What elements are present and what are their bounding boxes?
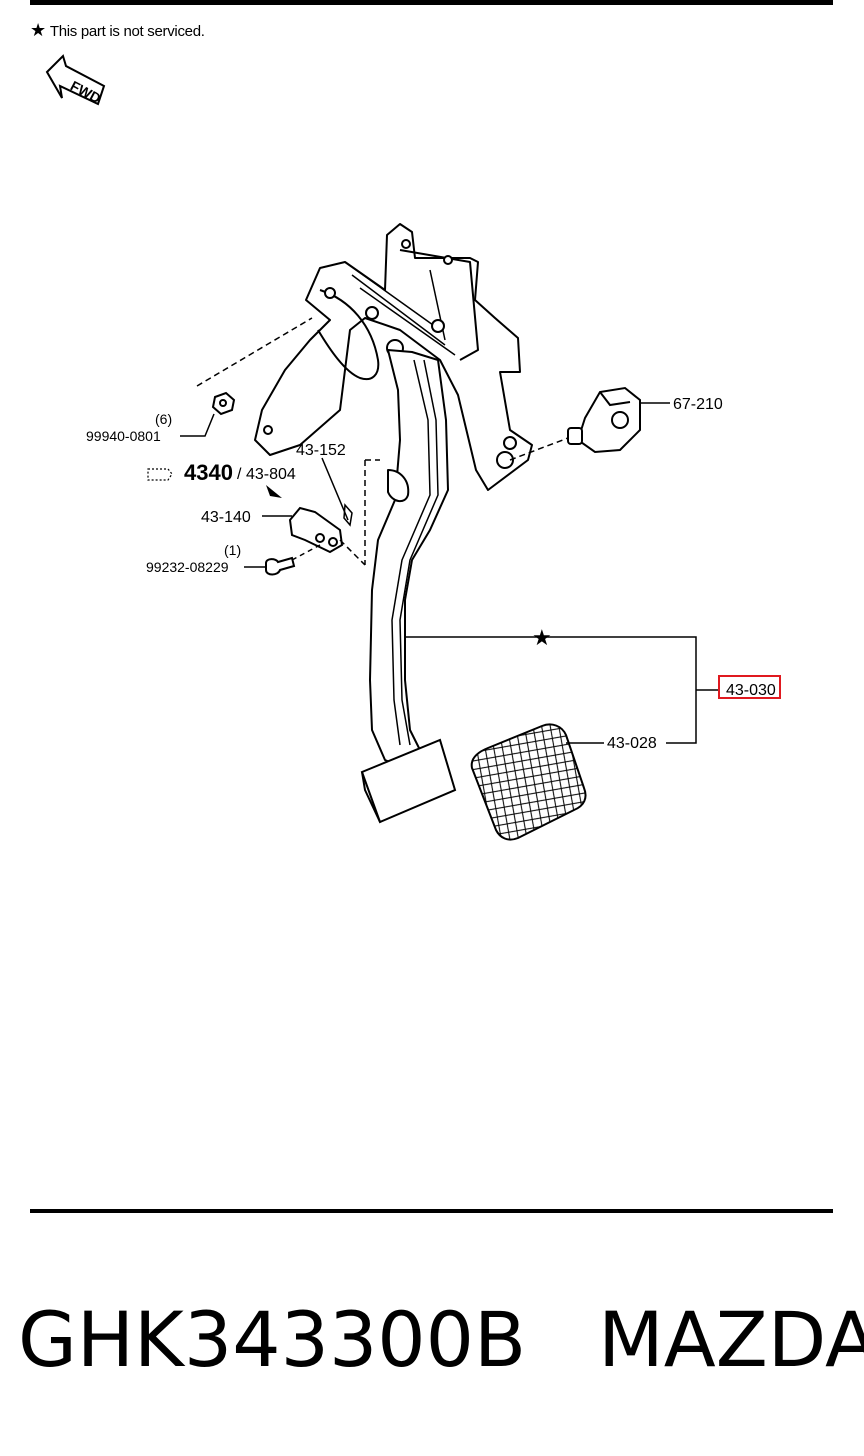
stopper [288, 506, 344, 554]
ref-separator: / [237, 466, 242, 483]
assembly-bracket-lines [404, 636, 720, 744]
not-serviced-star-icon: ★ [532, 625, 552, 650]
stopper-callout: 43-140 [201, 509, 251, 526]
highlight-box [718, 675, 781, 699]
part-number: GHK343300B [18, 1295, 527, 1384]
top-divider [30, 0, 833, 5]
pedal-pad-rubber [470, 723, 587, 841]
pedal-assembly-callout: 43-030 [726, 682, 776, 699]
pedal-pad-front [360, 738, 457, 824]
reference-icon [147, 468, 173, 481]
brake-pedal-diagram: FWD [45, 54, 781, 841]
not-serviced-text: This part is not serviced. [49, 23, 205, 40]
pad-callout: 43-028 [607, 735, 657, 752]
assembly-guide-lines [339, 459, 380, 566]
brake-switch [567, 386, 641, 454]
pedal-bracket [254, 223, 533, 491]
pin-callout: 99232-08229 [146, 559, 229, 575]
nut-qty: (6) [155, 411, 172, 427]
pin [265, 556, 296, 576]
nut [211, 391, 236, 416]
pedal-arm [369, 349, 449, 771]
ref-arrow-icon [266, 485, 282, 498]
nut-guide-line [196, 317, 313, 387]
fwd-arrow-icon: FWD [45, 54, 106, 106]
not-serviced-note: ★This part is not serviced. [30, 20, 205, 41]
ref-sub: 43-804 [246, 466, 296, 483]
nut-callout: 99940-0801 [86, 428, 161, 444]
pin-guide-line [291, 544, 321, 561]
clip-leader [321, 457, 349, 521]
pin-qty: (1) [224, 542, 241, 558]
ref-number: 4340 [184, 460, 233, 485]
star-icon: ★ [30, 20, 46, 40]
clip-callout: 43-152 [296, 442, 346, 459]
nut-leader [180, 413, 215, 437]
bottom-divider [30, 1209, 833, 1213]
clip [343, 503, 353, 527]
switch-guide-line [509, 437, 569, 461]
footer: GHK343300B MAZDA [18, 1295, 864, 1384]
brand-name: MAZDA [598, 1295, 864, 1384]
switch-callout: 67-210 [673, 396, 723, 413]
